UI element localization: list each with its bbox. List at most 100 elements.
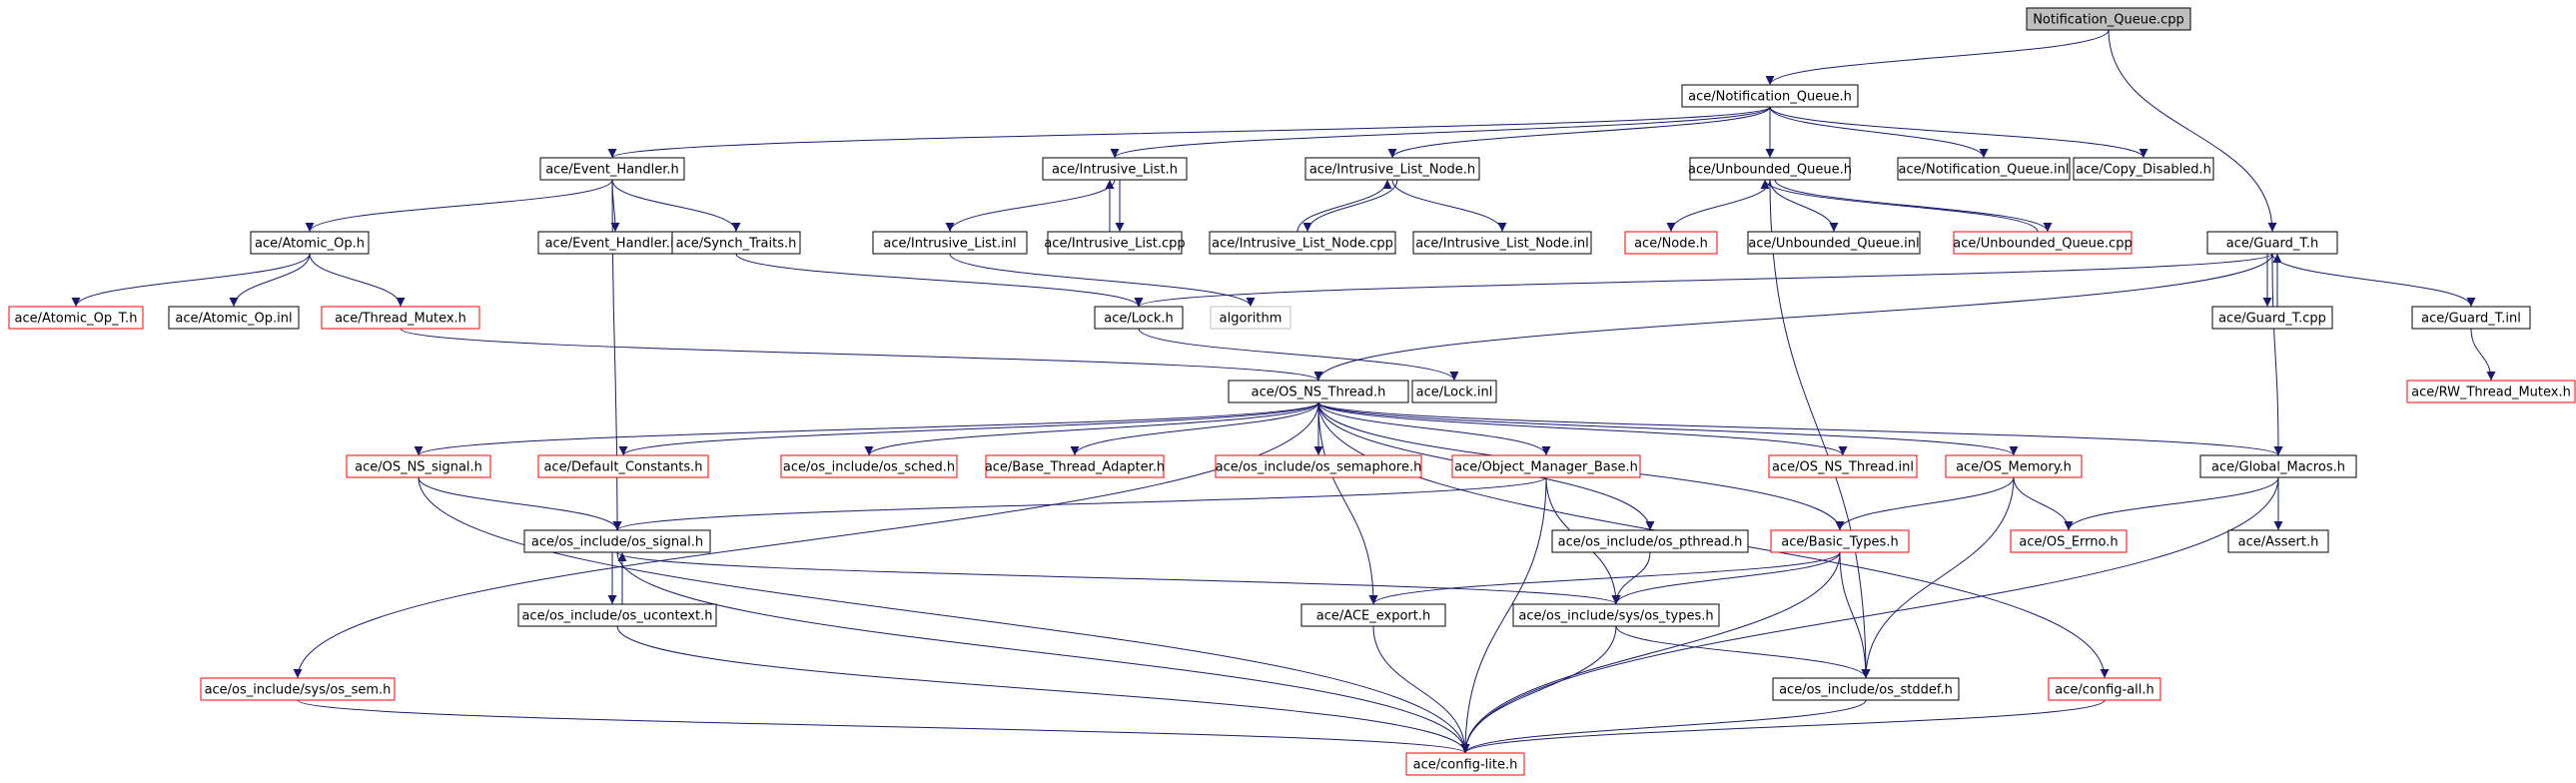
- graph-node[interactable]: ace/Base_Thread_Adapter.h: [985, 454, 1165, 478]
- graph-node[interactable]: ace/Guard_T.cpp: [2211, 306, 2333, 330]
- node-box: [1945, 454, 2083, 478]
- graph-node[interactable]: ace/Guard_T.h: [2206, 231, 2338, 255]
- node-box: [2211, 306, 2333, 330]
- node-box: [2199, 454, 2357, 478]
- graph-node[interactable]: algorithm: [1210, 306, 1291, 330]
- graph-node[interactable]: ace/Intrusive_List_Node.inl: [1412, 231, 1592, 255]
- graph-node[interactable]: ace/os_include/os_signal.h: [523, 529, 711, 553]
- edge-path: [1839, 551, 1871, 679]
- edge-path: [2108, 29, 2277, 233]
- graph-node[interactable]: ace/Global_Macros.h: [2199, 454, 2357, 478]
- dependency-edge: [1765, 29, 2110, 86]
- graph-node[interactable]: ace/Assert.h: [2227, 529, 2329, 553]
- graph-node[interactable]: ace/Copy_Disabled.h: [2073, 157, 2214, 181]
- graph-node[interactable]: ace/Atomic_Op_T.h: [8, 306, 144, 330]
- edge-path: [2013, 476, 2074, 531]
- graph-node[interactable]: ace/Unbounded_Queue.h: [1688, 157, 1852, 181]
- graph-node[interactable]: ace/os_include/os_semaphore.h: [1215, 454, 1422, 478]
- node-label: ace/Event_Handler.h: [545, 163, 679, 178]
- node-label: ace/Notification_Queue.h: [1688, 90, 1852, 105]
- graph-node[interactable]: ace/Unbounded_Queue.inl: [1747, 231, 1921, 255]
- graph-node[interactable]: ace/Basic_Types.h: [1770, 529, 1910, 553]
- node-label: ace/Guard_T.h: [2226, 237, 2318, 252]
- graph-node[interactable]: Notification_Queue.cpp: [2026, 7, 2191, 31]
- graph-node[interactable]: ace/Intrusive_List.cpp: [1044, 231, 1186, 255]
- dependency-edge: [1861, 476, 2015, 679]
- node-box: [537, 454, 709, 478]
- node-box: [250, 231, 370, 255]
- node-layer: Notification_Queue.cpp ace/Notification_Q…: [8, 7, 2576, 776]
- graph-node[interactable]: ace/Atomic_Op.inl: [168, 306, 300, 330]
- node-box: [1681, 84, 1859, 108]
- dependency-edge: [1070, 401, 1319, 456]
- graph-node[interactable]: ace/OS_Errno.h: [2010, 529, 2128, 553]
- graph-node[interactable]: ace/Atomic_Op.h: [250, 231, 370, 255]
- graph-node[interactable]: ace/Event_Handler.h: [539, 157, 685, 181]
- dependency-edge: [2064, 476, 2279, 531]
- graph-node[interactable]: ace/config-lite.h: [1405, 752, 1525, 776]
- edge-path: [1391, 179, 1507, 233]
- graph-node[interactable]: ace/Unbounded_Queue.cpp: [1953, 231, 2133, 255]
- dependency-edge: [1769, 179, 1839, 233]
- graph-node[interactable]: ace/Lock.h: [1094, 306, 1184, 330]
- graph-node[interactable]: ace/os_include/os_stddef.h: [1772, 677, 1960, 701]
- graph-node[interactable]: ace/os_include/os_sched.h: [780, 454, 958, 478]
- node-label: ace/Notification_Queue.inl: [1899, 163, 2070, 178]
- dependency-edge: [949, 253, 1256, 308]
- edge-path: [607, 106, 1771, 159]
- edge-path: [309, 253, 406, 308]
- graph-node[interactable]: ace/Lock.inl: [1411, 380, 1497, 403]
- node-box: [780, 454, 958, 478]
- graph-node[interactable]: ace/Notification_Queue.inl: [1897, 157, 2071, 181]
- node-box: [1624, 231, 1718, 255]
- dependency-edge: [864, 401, 1319, 456]
- edge-path: [414, 401, 1319, 456]
- graph-node[interactable]: ace/Thread_Mutex.h: [321, 306, 480, 330]
- graph-node[interactable]: ace/os_include/sys/os_sem.h: [200, 677, 396, 701]
- graph-node[interactable]: ace/Intrusive_List_Node.cpp: [1209, 231, 1396, 255]
- graph-node[interactable]: ace/Event_Handler.inl: [537, 231, 693, 255]
- graph-node[interactable]: ace/OS_NS_Thread.h: [1228, 380, 1409, 403]
- graph-node[interactable]: ace/os_include/sys/os_types.h: [1512, 603, 1720, 627]
- edge-path: [616, 551, 1621, 605]
- graph-node[interactable]: ace/Notification_Queue.h: [1681, 84, 1859, 108]
- graph-node[interactable]: ace/OS_NS_Thread.inl: [1768, 454, 1918, 478]
- graph-node[interactable]: ace/Default_Constants.h: [537, 454, 709, 478]
- graph-node[interactable]: ace/Intrusive_List.inl: [872, 231, 1028, 255]
- node-box: [1411, 380, 1497, 403]
- node-box: [523, 529, 711, 553]
- graph-node[interactable]: ace/OS_NS_signal.h: [346, 454, 491, 478]
- node-label: ace/Guard_T.inl: [2421, 312, 2521, 327]
- graph-node[interactable]: ace/Intrusive_List.h: [1042, 157, 1188, 181]
- dependency-edge: [2470, 328, 2496, 382]
- graph-node[interactable]: ace/ACE_export.h: [1300, 603, 1446, 627]
- node-label: ace/os_include/os_stddef.h: [1779, 683, 1953, 698]
- node-box: [2073, 157, 2214, 181]
- graph-node[interactable]: ace/Object_Manager_Base.h: [1451, 454, 1641, 478]
- node-label: ace/os_include/os_sched.h: [783, 460, 955, 475]
- dependency-edge: [418, 476, 1470, 754]
- graph-node[interactable]: ace/Guard_T.inl: [2411, 306, 2531, 330]
- graph-node[interactable]: ace/os_include/os_ucontext.h: [517, 603, 717, 627]
- graph-node[interactable]: ace/Intrusive_List_Node.h: [1304, 157, 1480, 181]
- graph-node[interactable]: ace/config-all.h: [2048, 677, 2161, 701]
- edge-path: [611, 179, 741, 233]
- node-label: ace/config-all.h: [2055, 683, 2154, 698]
- edge-path: [305, 179, 613, 233]
- edge-path: [71, 253, 311, 308]
- node-box: [1897, 157, 2071, 181]
- graph-node[interactable]: ace/os_include/os_pthread.h: [1551, 529, 1749, 553]
- graph-node[interactable]: ace/RW_Thread_Mutex.h: [2406, 380, 2576, 403]
- edge-path: [1296, 179, 1392, 233]
- dependency-edge: [616, 625, 1470, 754]
- node-label: ace/os_include/sys/os_sem.h: [205, 683, 392, 698]
- graph-node[interactable]: ace/OS_Memory.h: [1945, 454, 2083, 478]
- node-box: [2406, 380, 2576, 403]
- graph-node[interactable]: ace/Synch_Traits.h: [671, 231, 801, 255]
- graph-node[interactable]: ace/Node.h: [1624, 231, 1718, 255]
- node-label: ace/Atomic_Op.h: [255, 237, 365, 252]
- node-label: ace/OS_NS_Thread.inl: [1772, 460, 1914, 475]
- node-box: [1451, 454, 1641, 478]
- node-box: [2411, 306, 2531, 330]
